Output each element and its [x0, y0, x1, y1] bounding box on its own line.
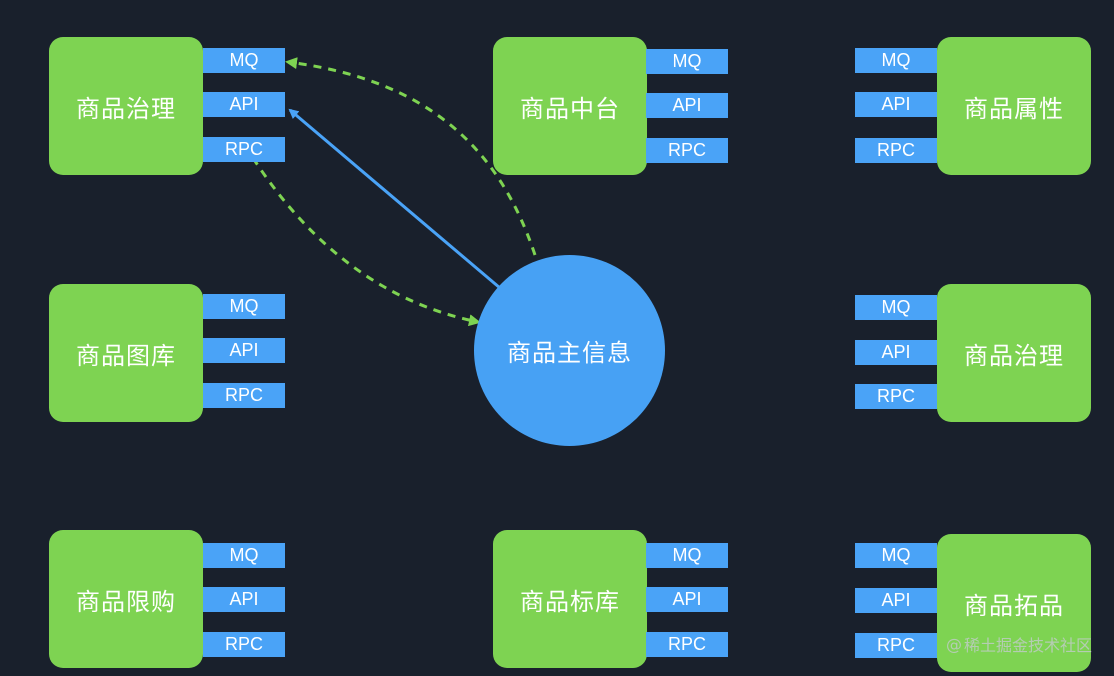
service-box-governance: 商品治理 — [49, 37, 203, 175]
rpc-tag: RPC — [855, 384, 937, 409]
at-sign-icon: @ — [945, 634, 962, 654]
api-tag: API — [203, 92, 285, 117]
rpc-tag: RPC — [855, 633, 937, 658]
rpc-tag: RPC — [646, 138, 728, 163]
mq-tag: MQ — [203, 48, 285, 73]
rpc-tag: RPC — [855, 138, 937, 163]
mq-tag: MQ — [855, 48, 937, 73]
service-box-governance-right: 商品治理 — [937, 284, 1091, 422]
rpc-tag: RPC — [646, 632, 728, 657]
rpc-tag: RPC — [203, 632, 285, 657]
mq-message-arrow — [285, 57, 537, 256]
rpc-call-arrow — [251, 157, 481, 327]
api-tag: API — [855, 588, 937, 613]
api-tag: API — [646, 93, 728, 118]
api-tag: API — [855, 92, 937, 117]
hub-product-main-info: 商品主信息 — [474, 255, 665, 446]
watermark: @ 稀土掘金技术社区 — [946, 632, 1092, 656]
service-box-standard-library: 商品标库 — [493, 530, 647, 668]
service-box-expansion: 商品拓品 — [937, 534, 1091, 672]
mq-tag: MQ — [855, 295, 937, 320]
service-box-gallery: 商品图库 — [49, 284, 203, 422]
service-box-middle-platform: 商品中台 — [493, 37, 647, 175]
service-box-purchase-limit: 商品限购 — [49, 530, 203, 668]
rpc-tag: RPC — [203, 137, 285, 162]
mq-tag: MQ — [203, 543, 285, 568]
rpc-tag: RPC — [203, 383, 285, 408]
mq-tag: MQ — [203, 294, 285, 319]
mq-tag: MQ — [646, 49, 728, 74]
mq-tag: MQ — [855, 543, 937, 568]
api-tag: API — [646, 587, 728, 612]
watermark-text: 稀土掘金技术社区 — [963, 636, 1092, 655]
mq-tag: MQ — [646, 543, 728, 568]
api-call-arrow — [288, 108, 501, 290]
api-tag: API — [203, 338, 285, 363]
api-tag: API — [203, 587, 285, 612]
service-box-attributes: 商品属性 — [937, 37, 1091, 175]
api-tag: API — [855, 340, 937, 365]
